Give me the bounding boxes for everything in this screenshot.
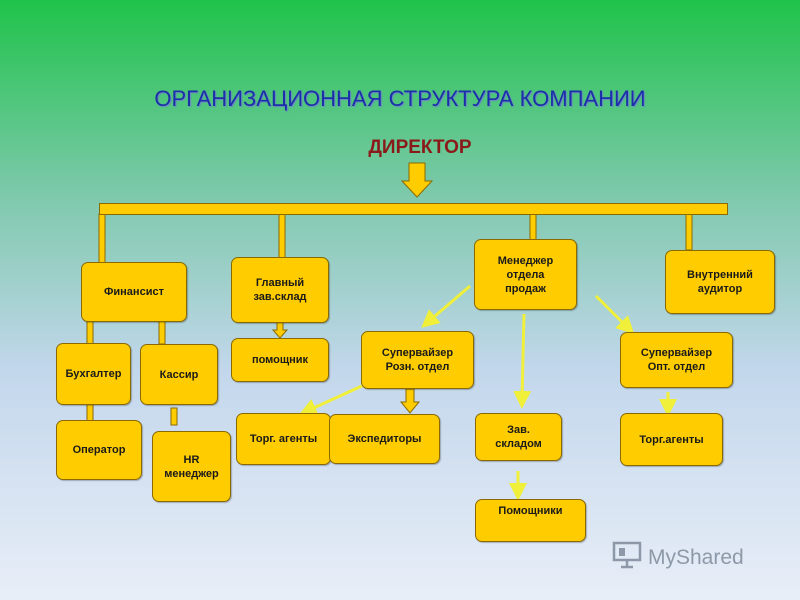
link-sales-manager: [529, 213, 537, 241]
node-wholesale-supervisor: Супервайзер Опт. отдел: [620, 332, 733, 388]
node-forwarders: Экспедиторы: [329, 414, 440, 464]
arrow-to-warehouse-head: [513, 313, 532, 409]
node-sales-manager: Менеджер отдела продаж: [474, 239, 577, 310]
node-helpers: Помощники: [475, 499, 586, 542]
link-chief-warehouse: [278, 213, 286, 259]
node-retail-supervisor: Супервайзер Розн. отдел: [361, 331, 474, 389]
watermark-logo: MyShared: [612, 540, 744, 576]
director-horizontal-bar: [99, 203, 728, 215]
presentation-board-icon: [612, 540, 642, 576]
arrow-to-trade-agents: [298, 383, 365, 416]
node-hr-manager: HR менеджер: [152, 431, 231, 502]
node-trade-agents-wholesale: Торг.агенты: [620, 413, 723, 466]
link-auditor: [685, 213, 693, 251]
link-operator: [86, 402, 94, 422]
node-internal-auditor: Внутренний аудитор: [665, 250, 775, 314]
node-assistant: помощник: [231, 338, 329, 382]
director-label: ДИРЕКТОР: [368, 137, 472, 158]
node-cashier: Кассир: [140, 344, 218, 405]
node-trade-agents: Торг. агенты: [236, 413, 331, 465]
link-hr: [170, 407, 178, 426]
page-title: ОРГАНИЗАЦИОННАЯ СТРУКТУРА КОМПАНИИ: [154, 86, 646, 111]
node-warehouse-head: Зав. складом: [475, 413, 562, 461]
node-chief-warehouse: Главный зав.склад: [231, 257, 329, 323]
arrow-to-wholesale-supervisor: [594, 294, 635, 335]
link-cashier: [158, 319, 166, 345]
assistant-arrow: [271, 320, 289, 339]
forwarders-arrow: [399, 388, 421, 414]
node-financier: Финансист: [81, 262, 187, 322]
link-financier: [98, 213, 106, 265]
arrow-to-retail-supervisor: [421, 284, 471, 328]
node-accountant: Бухгалтер: [56, 343, 131, 405]
logo-text: MyShared: [648, 546, 744, 569]
node-operator: Оператор: [56, 420, 142, 480]
link-accountant: [86, 319, 94, 345]
director-arrow: [400, 162, 434, 198]
